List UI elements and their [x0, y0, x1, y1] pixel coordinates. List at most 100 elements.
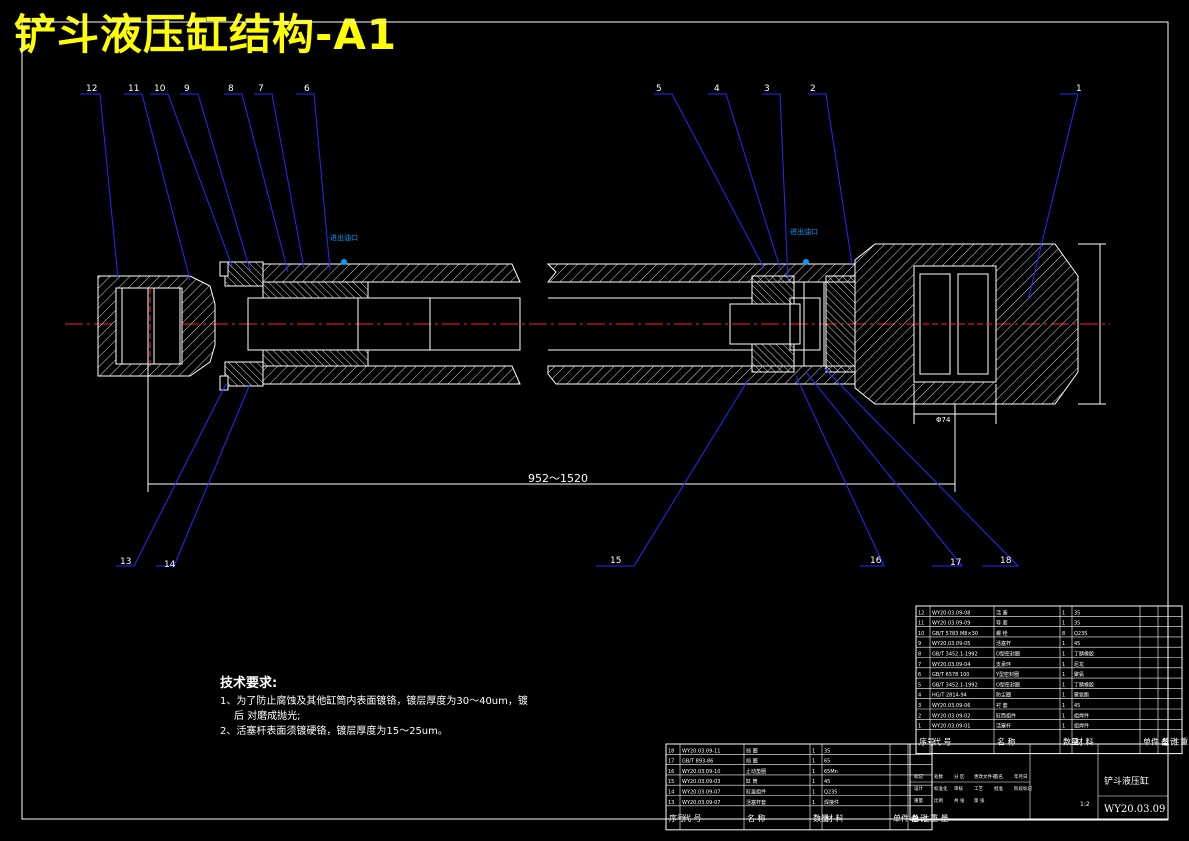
tech-req-item-2: 2、活塞杆表面须镀硬铬，镀层厚度为15～25um。	[220, 726, 448, 737]
upper-table-cell: 聚氨酯	[1074, 692, 1089, 699]
callout-15: 15	[610, 556, 621, 566]
lower-table-cell: 15	[668, 779, 674, 785]
upper-table-cell: 9	[918, 641, 921, 647]
title-block-label: 批准	[994, 785, 1003, 792]
tech-req-heading: 技术要求:	[220, 676, 278, 691]
lower-table-cell: 1	[812, 759, 815, 765]
tech-req-item-1b: 后 对磨成抛光;	[234, 711, 301, 722]
upper-table-cell: 5	[918, 682, 921, 688]
lower-table-header: 单件 总计 重 量	[893, 813, 949, 823]
upper-table-cell: Y型密封圈	[995, 671, 1019, 678]
callout-8: 8	[228, 84, 234, 94]
lower-table-header: 代 号	[683, 813, 702, 823]
cylinder-drawing	[97, 243, 1106, 492]
upper-table-cell: WY20.03.09-05	[932, 641, 970, 647]
callout-5: 5	[656, 84, 662, 94]
callout-11: 11	[128, 84, 139, 94]
upper-table-cell: 尼龙	[1074, 661, 1084, 668]
upper-table-cell: 组焊件	[1074, 712, 1089, 719]
upper-table-cell: 8	[1062, 631, 1065, 637]
upper-table-frame	[915, 605, 1183, 755]
lower-table-header: 备 注	[911, 813, 930, 823]
dimension-diameter-label: Φ74	[936, 416, 951, 424]
upper-table-header: 材 料	[1075, 737, 1094, 747]
callout-17: 17	[950, 558, 961, 568]
lower-table-cell: WY20.03.09-10	[682, 769, 720, 775]
title-block-label: 标记	[914, 773, 923, 780]
callout-numbers: 12 11 10 9 8 7 6 5 4 3 2 1 13 14 15 16 1…	[86, 84, 1082, 570]
upper-table-cell: 1	[1062, 713, 1065, 719]
upper-table-cell: 活塞杆	[996, 723, 1011, 730]
title-block-label: 标准化	[934, 785, 948, 792]
upper-table-cell: 1	[918, 724, 921, 730]
upper-table-header: 序号	[919, 737, 935, 747]
lower-table-header: 数量	[813, 813, 829, 823]
upper-table-cell: 7	[918, 662, 921, 668]
lower-table-cell: 35	[824, 748, 830, 754]
upper-table-cell: 防尘圈	[996, 692, 1011, 699]
lower-table-cell: 缸盖组件	[746, 789, 766, 796]
title-block-name: 铲斗液压缸	[1104, 775, 1149, 787]
callout-2: 2	[810, 84, 816, 94]
title-block-code: WY20.03.09	[1104, 804, 1165, 815]
lower-table-header: 序号	[669, 813, 685, 823]
title-block-label: 处数	[934, 773, 943, 780]
upper-table-cell: HG/T 2814-94	[932, 693, 967, 699]
upper-table-cell: WY20.03.09-02	[932, 713, 970, 719]
lower-table-cell: 活塞杆套	[746, 799, 766, 806]
title-block-label: 第 张	[974, 797, 985, 804]
outer-border	[21, 21, 1169, 820]
lower-table-cell: 1	[812, 769, 815, 775]
title-block-label: 工艺	[974, 786, 983, 792]
upper-table-cell: 12	[918, 610, 924, 616]
lower-table-cell: 挡 圈	[746, 758, 758, 765]
callout-1: 1	[1076, 84, 1082, 94]
upper-table-cell: 导 套	[996, 620, 1008, 627]
lower-table-cell: 13	[668, 800, 674, 806]
lower-table-cell: 1	[812, 790, 815, 796]
upper-table-cell: Q235	[1074, 631, 1087, 637]
title-block-label: 重量	[914, 797, 923, 804]
lower-table-cell: 14	[668, 790, 674, 796]
title-block-label: 年月日	[1014, 773, 1028, 780]
lower-table-cell: 18	[668, 748, 674, 754]
upper-table-cell: 45	[1074, 641, 1080, 647]
drawing-title: 铲斗液压缸结构-A1	[14, 10, 398, 59]
upper-table-cell: 1	[1062, 652, 1065, 658]
upper-table-header: 名 称	[997, 737, 1016, 747]
upper-table-cell: WY20.03.09-08	[932, 610, 970, 616]
callout-10: 10	[154, 84, 166, 94]
title-block-label: 设计	[914, 785, 923, 792]
title-block-label: 审核	[954, 785, 963, 792]
lower-table-cell: 缸 筒	[746, 778, 758, 785]
upper-table-header: 单件 总计 重 量	[1143, 737, 1189, 747]
lower-table-cell: 焊接件	[824, 799, 839, 806]
dimension-length-label: 952～1520	[528, 472, 588, 485]
callout-14: 14	[164, 560, 176, 570]
lower-table-cell: 45	[824, 779, 830, 785]
upper-table-cell: 10	[918, 631, 924, 637]
title-block-label: 阶段标记	[1014, 785, 1032, 792]
upper-table-cell: GB/T 3452.1-1992	[932, 652, 978, 658]
callout-7: 7	[258, 84, 264, 94]
technical-requirements: 技术要求: 1、为了防止腐蚀及其他缸筒内表面镀铬，镀层厚度为30～40um，镀 …	[220, 676, 528, 739]
upper-table-cell: 4	[918, 693, 921, 699]
lower-table-cell: GB/T 893-86	[682, 759, 713, 765]
callout-12: 12	[86, 84, 97, 94]
port-label-right: 进出油口	[790, 227, 818, 236]
callout-6: 6	[304, 84, 310, 94]
upper-table-cell: 1	[1062, 672, 1065, 678]
callout-13: 13	[120, 557, 131, 567]
port-markers	[341, 259, 809, 265]
lower-table-cell: 65	[824, 759, 830, 765]
upper-table-cell: O型密封圈	[996, 651, 1020, 658]
upper-table-cell: 活 塞	[996, 609, 1008, 616]
lower-table-cell: 1	[812, 800, 815, 806]
upper-table-cell: 组焊件	[1074, 723, 1089, 730]
callout-18: 18	[1000, 556, 1012, 566]
lower-table-cell: 1	[812, 779, 815, 785]
upper-table-cell: 聚氨	[1074, 671, 1084, 678]
upper-table-cell: 45	[1074, 703, 1080, 709]
upper-table-cell: 1	[1062, 703, 1065, 709]
